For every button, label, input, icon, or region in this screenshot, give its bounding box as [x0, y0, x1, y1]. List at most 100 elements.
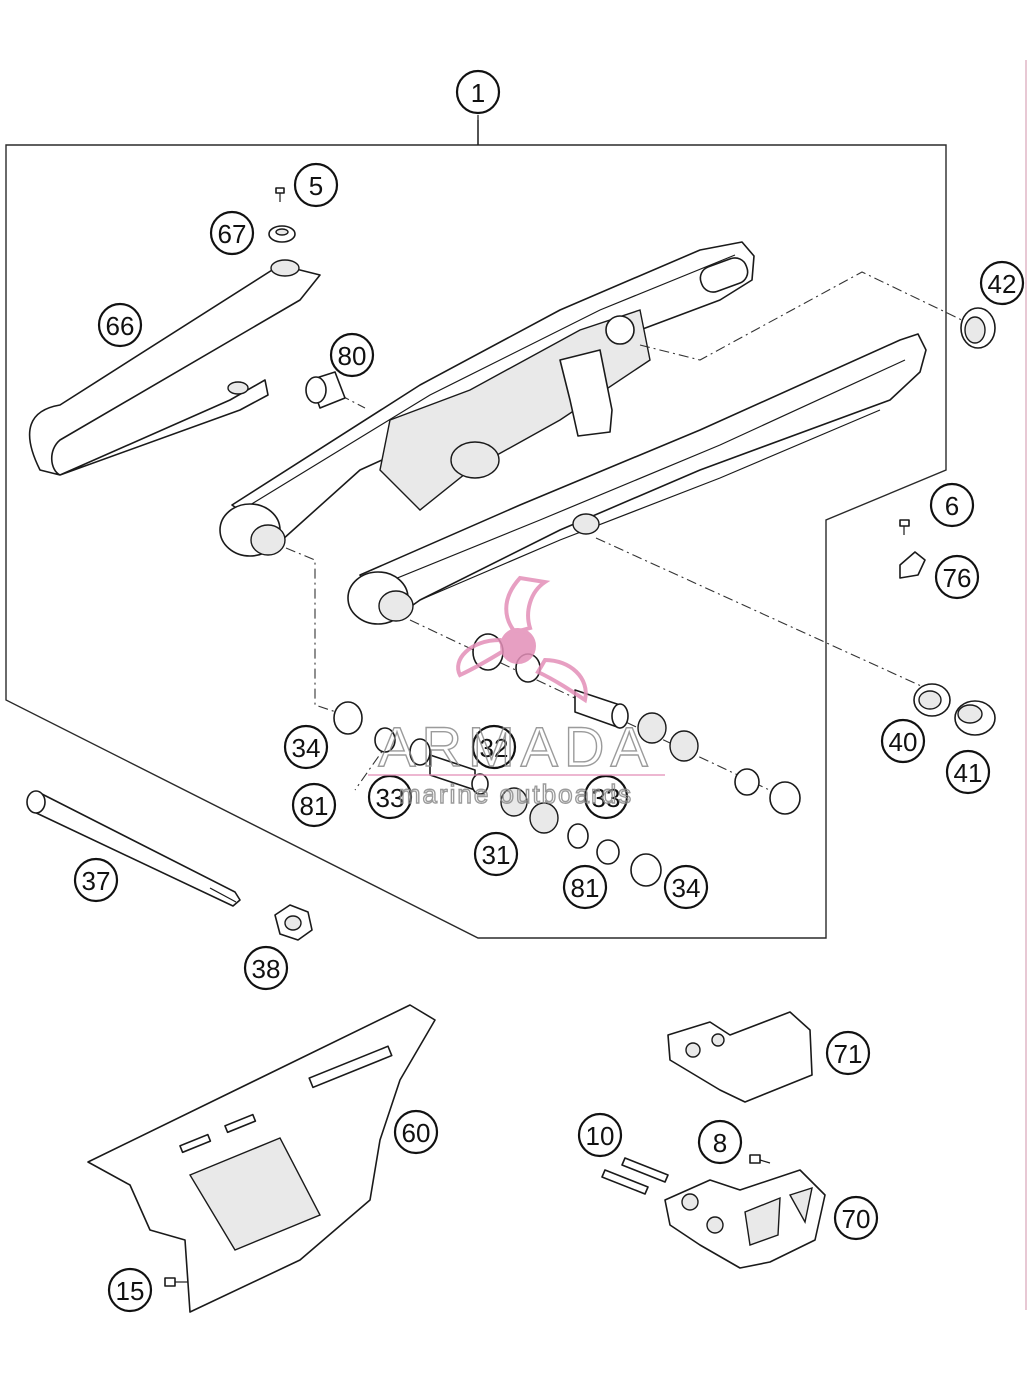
callout-ring	[367, 774, 413, 820]
callout-76: 76	[934, 554, 980, 600]
callout-number: 34	[672, 873, 701, 903]
callout-42: 42	[979, 260, 1025, 306]
callout-number: 81	[571, 873, 600, 903]
callout-ring	[663, 864, 709, 910]
callout-ring	[97, 302, 143, 348]
callout-number: 8	[713, 1128, 727, 1158]
callout-ring	[979, 260, 1025, 306]
callout-ring	[833, 1195, 879, 1241]
bolt-part-5	[275, 187, 285, 202]
callout-34: 34	[283, 724, 329, 770]
callout-ring	[471, 724, 517, 770]
callout-80: 80	[329, 332, 375, 378]
callout-81: 81	[562, 864, 608, 910]
watermark-brand: ARMADA	[378, 715, 654, 778]
bolt-part-10	[601, 1157, 669, 1195]
callout-71: 71	[825, 1030, 871, 1076]
washer-part-67	[268, 225, 296, 243]
callout-number: 81	[300, 791, 329, 821]
chain-guide-mount-part-70	[664, 1169, 826, 1269]
callout-ring	[243, 945, 289, 991]
callout-32: 32	[471, 724, 517, 770]
callout-ring	[209, 210, 255, 256]
callout-ring	[929, 482, 975, 528]
bolt-part-8	[749, 1154, 771, 1164]
callout-number: 33	[376, 783, 405, 813]
callout-number: 67	[218, 219, 247, 249]
callout-41: 41	[945, 749, 991, 795]
nut-part-38	[274, 904, 313, 941]
callout-33: 33	[583, 774, 629, 820]
callout-ring	[583, 774, 629, 820]
callout-33: 33	[367, 774, 413, 820]
callout-60: 60	[393, 1109, 439, 1155]
callout-37: 37	[73, 857, 119, 903]
chain-guide-block-part-71	[667, 1011, 813, 1103]
propeller-logo-icon	[456, 575, 588, 704]
callout-number: 33	[592, 783, 621, 813]
callout-number: 80	[338, 341, 367, 371]
bushing-part-80	[305, 371, 346, 409]
callout-ring	[880, 718, 926, 764]
callout-6: 6	[929, 482, 975, 528]
screw-part-15	[164, 1277, 188, 1287]
callout-34: 34	[663, 864, 709, 910]
chain-guide-part-66	[28, 259, 321, 476]
callout-66: 66	[97, 302, 143, 348]
callout-ring	[945, 749, 991, 795]
callout-5: 5	[293, 162, 339, 208]
callout-ring	[283, 724, 329, 770]
plug-part-41	[954, 700, 996, 736]
callout-ring	[934, 554, 980, 600]
callout-10: 10	[577, 1112, 623, 1158]
callout-38: 38	[243, 945, 289, 991]
swingarm	[219, 241, 927, 625]
callout-number: 60	[402, 1118, 431, 1148]
callout-number: 34	[292, 733, 321, 763]
callout-number: 31	[482, 840, 511, 870]
watermark: ARMADA marine outboards	[368, 575, 665, 810]
callout-number: 40	[889, 727, 918, 757]
callout-ring	[697, 1119, 743, 1165]
callout-number: 37	[82, 866, 111, 896]
callout-number: 6	[945, 491, 959, 521]
callout-40: 40	[880, 718, 926, 764]
callout-number: 70	[842, 1204, 871, 1234]
chain-guard-part-60	[87, 1004, 436, 1313]
callout-8: 8	[697, 1119, 743, 1165]
callout-number: 32	[480, 733, 509, 763]
callout-15: 15	[107, 1267, 153, 1313]
callout-ring	[329, 332, 375, 378]
callout-ring	[455, 69, 501, 115]
callout-ring	[562, 864, 608, 910]
callout-number: 15	[116, 1276, 145, 1306]
callout-number: 10	[586, 1121, 615, 1151]
assembly-frame	[5, 120, 947, 939]
callout-ring	[291, 782, 337, 828]
callout-70: 70	[833, 1195, 879, 1241]
callout-31: 31	[473, 831, 519, 877]
bearing-stack	[333, 633, 801, 887]
callout-number: 76	[943, 563, 972, 593]
callout-1: 1	[455, 69, 501, 115]
callout-ring	[293, 162, 339, 208]
callout-number: 41	[954, 758, 983, 788]
clip-part-76	[899, 551, 926, 579]
callout-number: 42	[988, 269, 1017, 299]
callout-number: 1	[471, 78, 485, 108]
callout-number: 66	[106, 311, 135, 341]
callout-ring	[73, 857, 119, 903]
callout-number: 38	[252, 954, 281, 984]
ring-part-40	[913, 683, 951, 717]
callout-ring	[107, 1267, 153, 1313]
callout-67: 67	[209, 210, 255, 256]
cap-part-42	[960, 307, 996, 349]
callout-ring	[473, 831, 519, 877]
callout-ring	[577, 1112, 623, 1158]
callout-ring	[825, 1030, 871, 1076]
callout-ring	[393, 1109, 439, 1155]
callout-81: 81	[291, 782, 337, 828]
callout-number: 71	[834, 1039, 863, 1069]
